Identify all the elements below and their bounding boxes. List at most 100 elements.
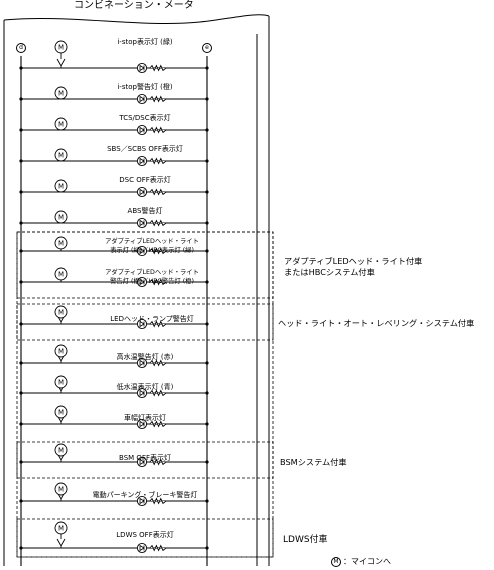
motor-label-row-6: M [58,240,64,248]
junction-right-14 [205,546,209,550]
motor-icon-row-13 [54,482,68,496]
led-diode-row-6 [139,247,145,255]
motor-label-row-2: M [58,121,64,129]
resistor-row-9 [149,359,167,367]
label-high-temp-warning: 高水温警告灯 (赤) [116,353,174,361]
junction-left-9 [19,361,23,365]
motor-label-row-10: M [58,379,64,387]
led-diode-row-2 [139,126,145,134]
terminal-d: d [16,43,26,53]
motor-label-row-12: M [58,447,64,455]
group-note-ldws: LDWS付車 [283,535,328,545]
motor-icon-row-2 [54,117,68,131]
led-diode-row-7 [139,278,145,286]
junction-right-7 [205,280,209,284]
switch-row-14 [56,538,66,548]
junction-right-1 [205,97,209,101]
legend-motor-icon: M [331,557,341,567]
label-epb-warning: 電動パーキング・ブレーキ警告灯 [92,491,198,499]
motor-icon-row-11 [54,405,68,419]
junction-right-2 [205,128,209,132]
motor-icon-row-7 [54,267,68,281]
led-icon-row-4 [136,186,148,198]
motor-label-row-9: M [58,348,64,356]
led-icon-row-3 [136,155,148,167]
motor-label-row-8: M [58,309,64,317]
junction-right-0 [205,66,209,70]
led-diode-row-0 [139,64,145,72]
motor-label-row-1: M [58,90,64,98]
junction-left-5 [19,221,23,225]
junction-left-10 [19,391,23,395]
led-icon-row-1 [136,93,148,105]
led-icon-row-14 [136,542,148,554]
junction-left-14 [19,546,23,550]
motor-label-row-7: M [58,271,64,279]
resistor-row-7 [149,278,167,286]
switch-row-0 [56,58,66,68]
junction-right-6 [205,249,209,253]
label-tcs-dsc-indicator: TCS/DSC表示灯 [119,114,171,122]
led-diode-row-3 [139,157,145,165]
label-adaptive-led-warning: アダプティブLEDヘッド・ライト 警告灯 (橙)／HBC警告灯 (橙) [105,269,199,286]
label-adaptive-led-indicator-line2: 表示灯 (緑)／HBC表示灯 (緑) [110,246,194,254]
led-diode-row-1 [139,95,145,103]
led-icon-row-2 [136,124,148,136]
junction-left-6 [19,249,23,253]
label-istop-indicator: i-stop表示灯 (緑) [117,38,173,46]
junction-right-13 [205,499,209,503]
junction-left-1 [19,97,23,101]
resistor-row-12 [149,458,167,466]
motor-label-row-4: M [58,183,64,191]
resistor-row-13 [149,497,167,505]
resistor-row-4 [149,188,167,196]
motor-icon-row-12 [54,443,68,457]
resistor-row-6 [149,247,167,255]
junction-right-5 [205,221,209,225]
junction-right-11 [205,422,209,426]
label-dsc-off-indicator: DSC OFF表示灯 [119,176,171,184]
led-diode-row-5 [139,219,145,227]
motor-label-row-5: M [58,214,64,222]
led-diode-row-10 [139,389,145,397]
led-diode-row-8 [139,320,145,328]
group-note-adaptive-led-line1: アダプティブLEDヘッド・ライト付車 [284,256,423,266]
label-adaptive-led-warning-line1: アダプティブLEDヘッド・ライト [105,269,199,276]
group-box-bsm [16,441,274,479]
group-note-adaptive-led: アダプティブLEDヘッド・ライト付車 またはHBCシステム付車 [284,256,422,278]
motor-label-row-14: M [58,525,64,533]
led-diode-row-9 [139,359,145,367]
motor-icon-row-9 [54,344,68,358]
resistor-row-2 [149,126,167,134]
motor-icon-row-5 [54,210,68,224]
junction-left-2 [19,128,23,132]
group-note-adaptive-led-line2: またはHBCシステム付車 [284,267,375,278]
led-diode-row-13 [139,497,145,505]
led-icon-row-0 [136,62,148,74]
junction-left-11 [19,422,23,426]
label-led-headlamp-warning: LEDヘッド・ランプ警告灯 [110,315,194,323]
motor-icon-row-3 [54,148,68,162]
group-box-outer [16,231,274,558]
resistor-row-1 [149,95,167,103]
resistor-row-5 [149,219,167,227]
label-istop-warning: i-stop警告灯 (橙) [117,83,173,91]
junction-left-3 [19,159,23,163]
group-note-bsm: BSMシステム付車 [280,457,347,467]
diagram-title: コンビネーション・メータ [74,0,194,11]
junction-left-7 [19,280,23,284]
terminal-e: e [202,43,212,53]
group-note-auto-leveling: ヘッド・ライト・オート・レベリング・システム付車 [278,318,475,328]
motor-icon-row-10 [54,375,68,389]
motor-label-row-3: M [58,152,64,160]
resistor-row-0 [149,64,167,72]
junction-left-0 [19,66,23,70]
resistor-row-8 [149,320,167,328]
motor-label-row-11: M [58,409,64,417]
led-diode-row-12 [139,458,145,466]
label-adaptive-led-warning-line2: 警告灯 (橙)／HBC警告灯 (橙) [110,277,194,285]
resistor-row-10 [149,389,167,397]
led-icon-row-5 [136,217,148,229]
